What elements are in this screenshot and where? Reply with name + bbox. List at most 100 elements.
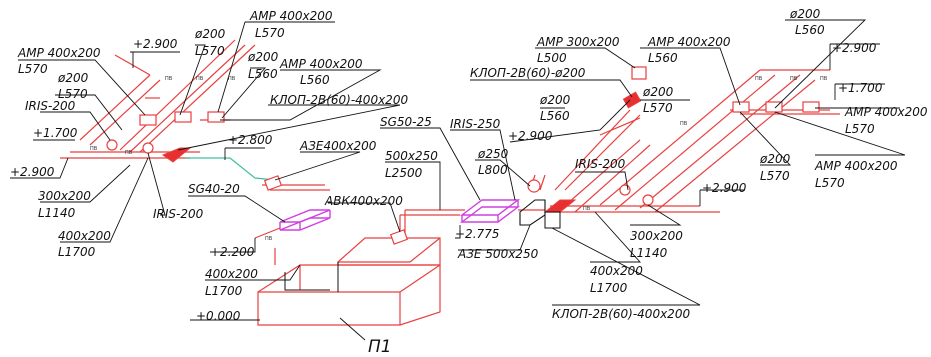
label-size400-b: 400x200 xyxy=(205,267,258,281)
label-d250: ø250 xyxy=(477,147,509,161)
svg-text:ПВ: ПВ xyxy=(265,236,273,242)
label-amp400-left: АМР 400x200 xyxy=(17,46,101,60)
leader-lines xyxy=(10,19,906,341)
label-amp400-left-length: L570 xyxy=(18,62,48,76)
label-size400-a: 400x200 xyxy=(58,229,111,243)
label-size300-a: 300x200 xyxy=(38,189,91,203)
label-size500-length: L2500 xyxy=(385,166,423,180)
label-size400-b-length: L1700 xyxy=(205,284,243,298)
unit-tag-p1: П1 xyxy=(368,337,392,357)
label-d200-b-length: L560 xyxy=(248,67,278,81)
elevation-label: +1.700 xyxy=(33,126,78,140)
dimension-marks: ПВ ПВ ПВ ПВ ПВ ПВ ПВ ПВ ПВ ПВ ПВ xyxy=(90,76,828,242)
elevation-label: +2.800 xyxy=(228,133,273,147)
elevation-label: +0.000 xyxy=(196,309,241,323)
duct-network xyxy=(60,39,840,326)
iris-valve-symbol xyxy=(142,142,154,154)
label-amp400-l560: АМР 400x200 xyxy=(279,57,363,71)
iris-valve-symbol xyxy=(527,179,541,193)
grille-symbol xyxy=(139,114,157,126)
svg-text:ПВ: ПВ xyxy=(755,76,763,82)
grille-symbol xyxy=(765,101,783,113)
svg-text:ПВ: ПВ xyxy=(820,76,828,82)
label-d200-f: ø200 xyxy=(789,7,821,21)
grille-symbol xyxy=(207,111,225,123)
label-amp400-right-length: L570 xyxy=(845,122,875,136)
label-size300-a-length: L1140 xyxy=(38,206,76,220)
label-size400-a-length: L1700 xyxy=(58,245,96,259)
label-amp400-l560-length: L560 xyxy=(300,73,330,87)
elevation-label: +2.775 xyxy=(455,227,499,241)
elevation-label: +2.900 xyxy=(832,41,877,55)
elevation-label: +2.900 xyxy=(508,129,553,143)
label-amp400-bottom: АМР 400x200 xyxy=(814,159,898,173)
label-amp400-top: АМР 400x200 xyxy=(249,9,333,23)
label-amp400-bottom-length: L570 xyxy=(815,176,845,190)
label-amp300-length: L500 xyxy=(537,51,567,65)
fire-damper-symbol xyxy=(544,211,561,229)
label-amp400-right: АМР 400x200 xyxy=(844,105,928,119)
fire-damper-symbol xyxy=(622,91,642,109)
label-aze400: АЗЕ400x200 xyxy=(299,139,377,153)
label-d200-f-length: L560 xyxy=(795,23,825,37)
label-size300-b: 300x200 xyxy=(630,229,683,243)
grille-symbol xyxy=(174,111,192,123)
grille-symbol xyxy=(631,66,647,80)
label-d200-a-length: L570 xyxy=(195,44,225,58)
label-d200-c-length: L570 xyxy=(58,87,88,101)
label-iris200-a: IRIS-200 xyxy=(25,99,76,113)
elevation-label: +1.700 xyxy=(838,81,883,95)
elevation-label: +2.200 xyxy=(210,245,255,259)
grille-symbol xyxy=(732,101,750,113)
diffuser-symbol xyxy=(389,229,409,245)
fire-damper-symbol xyxy=(519,199,546,226)
label-size500: 500x250 xyxy=(385,149,438,163)
label-iris250: IRIS-250 xyxy=(450,117,501,131)
svg-text:ПВ: ПВ xyxy=(90,146,98,152)
elevation-label: +2.900 xyxy=(702,181,747,195)
label-d200-e-length: L570 xyxy=(643,101,673,115)
label-klop-bottom: КЛОП-2В(60)-400x200 xyxy=(552,307,690,321)
label-size300-b-length: L1140 xyxy=(630,246,668,260)
iris-valve-symbol xyxy=(106,139,118,151)
svg-text:ПВ: ПВ xyxy=(165,76,173,82)
fire-damper-symbol xyxy=(161,147,192,163)
label-d200-d: ø200 xyxy=(539,93,571,107)
diffuser-symbol xyxy=(263,175,283,191)
label-sg50: SG50-25 xyxy=(380,115,432,129)
svg-text:ПВ: ПВ xyxy=(583,206,591,212)
label-abk400: АВК400x200 xyxy=(324,194,403,208)
iris-valve-symbol xyxy=(619,184,631,196)
label-iris200-c: IRIS-200 xyxy=(575,157,626,171)
label-size400-c-length: L1700 xyxy=(590,281,628,295)
label-d200-b: ø200 xyxy=(247,50,279,64)
svg-text:ПВ: ПВ xyxy=(790,76,798,82)
iris-valve-symbol xyxy=(642,194,654,206)
label-klop-top-left: КЛОП-2В(60)-400x200 xyxy=(270,93,408,107)
svg-text:ПВ: ПВ xyxy=(125,150,133,156)
label-d200-g: ø200 xyxy=(759,152,791,166)
components xyxy=(106,66,820,245)
label-d250-length: L800 xyxy=(478,163,508,177)
label-d200-a: ø200 xyxy=(194,27,226,41)
label-sg40: SG40-20 xyxy=(188,182,240,196)
label-size400-c: 400x200 xyxy=(590,264,643,278)
elevation-label: +2.900 xyxy=(133,37,178,51)
grille-symbol xyxy=(802,101,820,113)
label-amp400-right-top-length: L560 xyxy=(648,51,678,65)
label-iris200-b: IRIS-200 xyxy=(153,207,204,221)
labels: АМР 400x200 L570 +2.900 ø200 L570 АМР 40… xyxy=(10,7,928,357)
label-amp400-right-top: АМР 400x200 xyxy=(647,35,731,49)
label-d200-e: ø200 xyxy=(642,85,674,99)
label-klop-d200: КЛОП-2В(60)-ø200 xyxy=(470,66,586,80)
svg-text:ПВ: ПВ xyxy=(196,76,204,82)
label-d200-c: ø200 xyxy=(57,71,89,85)
label-amp400-top-length: L570 xyxy=(255,26,285,40)
label-d200-g-length: L570 xyxy=(760,169,790,183)
svg-text:ПВ: ПВ xyxy=(680,121,688,127)
label-amp300: АМР 300x200 xyxy=(536,35,620,49)
label-aze500: АЗЕ 500x250 xyxy=(457,247,539,261)
elevation-label: +2.900 xyxy=(10,165,55,179)
label-d200-d-length: L560 xyxy=(540,109,570,123)
